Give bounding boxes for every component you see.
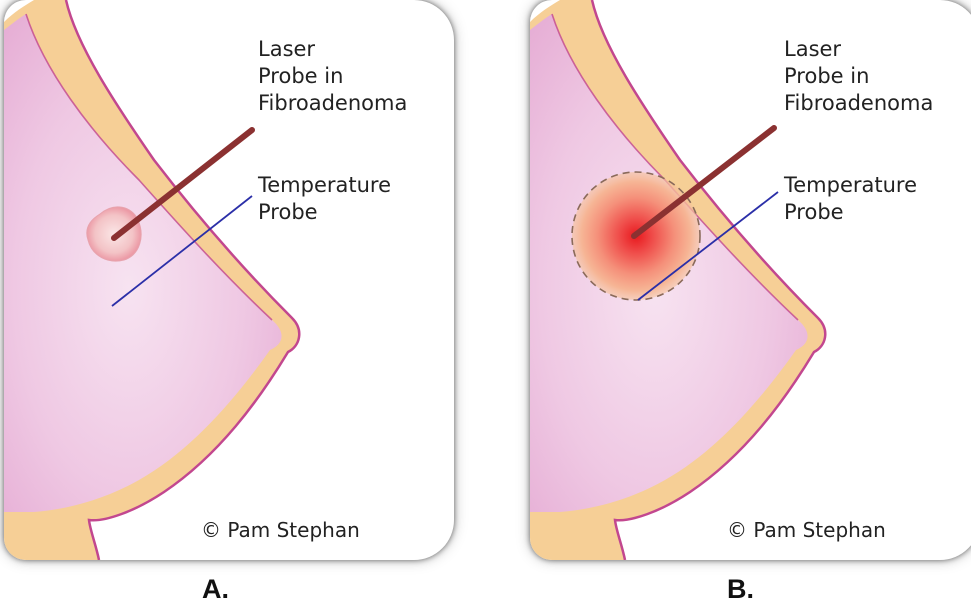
- panel-b-letter: B.: [727, 574, 754, 605]
- temperature-probe-label: Temperature Probe: [258, 172, 391, 226]
- temperature-label-line-2: Probe: [784, 199, 917, 226]
- laser-probe-label: Laser Probe in Fibroadenoma: [258, 36, 407, 117]
- copyright-text: © Pam Stephan: [201, 518, 360, 542]
- temperature-probe-label: Temperature Probe: [784, 172, 917, 226]
- laser-label-line-3: Fibroadenoma: [784, 90, 933, 117]
- laser-label-line-2: Probe in: [258, 63, 407, 90]
- laser-label-line-1: Laser: [258, 36, 407, 63]
- laser-label-line-1: Laser: [784, 36, 933, 63]
- panel-a: Laser Probe in Fibroadenoma Temperature …: [4, 0, 454, 560]
- laser-probe-label: Laser Probe in Fibroadenoma: [784, 36, 933, 117]
- temperature-label-line-2: Probe: [258, 199, 391, 226]
- laser-label-line-2: Probe in: [784, 63, 933, 90]
- temperature-label-line-1: Temperature: [784, 172, 917, 199]
- panel-a-letter: A.: [202, 574, 229, 605]
- panel-b: Laser Probe in Fibroadenoma Temperature …: [530, 0, 971, 560]
- copyright-text: © Pam Stephan: [727, 518, 886, 542]
- laser-label-line-3: Fibroadenoma: [258, 90, 407, 117]
- temperature-label-line-1: Temperature: [258, 172, 391, 199]
